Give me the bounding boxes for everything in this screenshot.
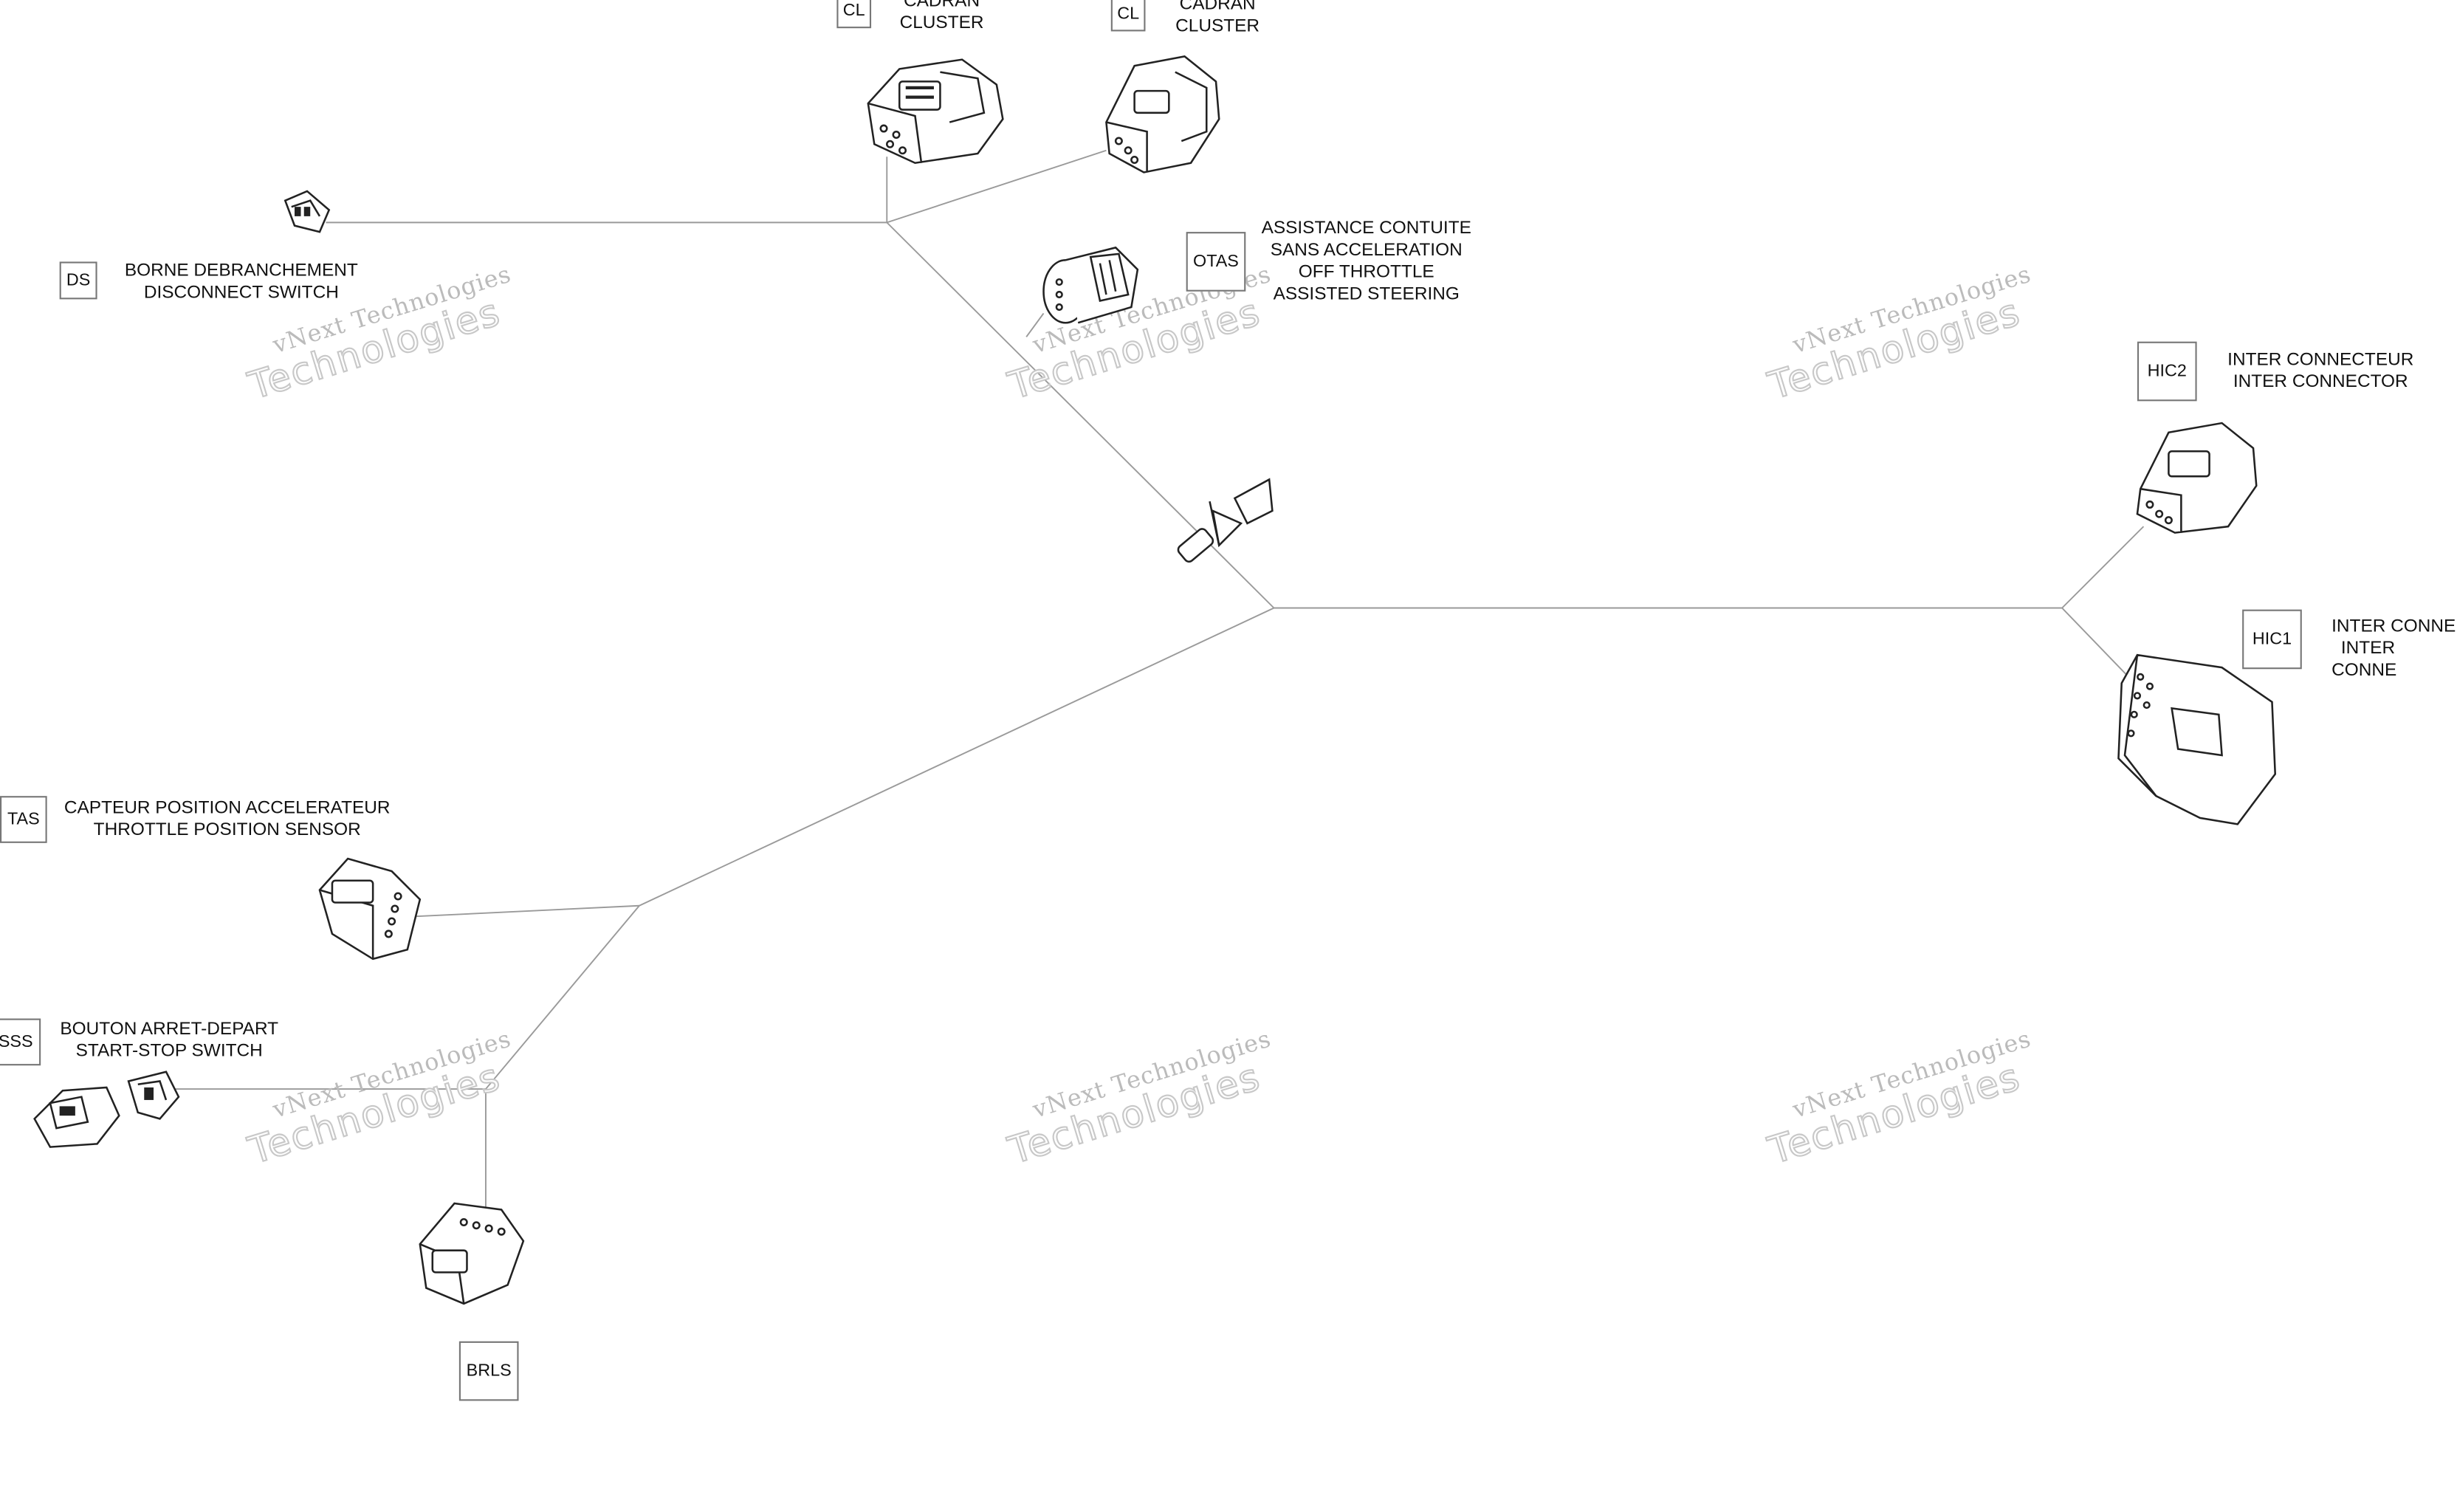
label-fr: CAPTEUR POSITION ACCELERATEUR [63,799,391,818]
connector-code-hic1[interactable]: HIC1 [2242,609,2302,670]
connector-hic1-icon[interactable] [2109,645,2285,834]
connector-code-otas[interactable]: OTAS [1186,232,1246,292]
label-fr: BORNE DEBRANCHEMENT [124,261,358,281]
connector-code-tas[interactable]: TAS [0,796,47,843]
label-en: INTER CONNECTOR [2233,373,2408,392]
label-fr: INTER CONNECTEUR [2227,351,2414,370]
connector-label-hic1: INTER CONNE INTER CONNE [2331,616,2457,681]
harness-pin-icon [1172,476,1279,577]
connector-otas-icon[interactable] [1037,238,1147,336]
connector-label-cl-left: CADRAN CLUSTER [878,0,1006,35]
wire-hic2 [2061,526,2145,609]
wire-trunk-lower [639,607,1274,907]
connector-label-sss: BOUTON ARRET-DEPART START-STOP SWITCH [47,1019,292,1062]
connector-cl-left-icon[interactable] [853,41,1009,166]
connector-hic2-icon[interactable] [2128,417,2263,536]
connector-code-sss[interactable]: SSS [0,1018,41,1066]
connector-tas-icon[interactable] [310,853,429,963]
connector-label-ds: BORNE DEBRANCHEMENT DISCONNECT SWITCH [113,260,370,303]
connector-brls-icon[interactable] [410,1197,529,1310]
connector-label-tas: CAPTEUR POSITION ACCELERATEUR THROTTLE PO… [56,797,398,841]
connector-label-hic2: INTER CONNECTEUR INTER CONNECTOR [2213,349,2429,393]
connector-code-brls[interactable]: BRLS [458,1341,519,1401]
wire-branch-sss [485,905,640,1090]
wire-cl-right [886,149,1107,224]
connector-code-cl-left[interactable]: CL [836,0,872,29]
label-fr: CADRAN [1179,0,1256,15]
label-fr: CADRAN [904,0,980,11]
label-fr: ASSISTANCE CONTUITE SANS ACCELERATION [1261,219,1471,261]
wire-otas [1025,312,1045,337]
connector-code-cl-right[interactable]: CL [1110,0,1146,32]
connector-cl-right-icon[interactable] [1097,50,1226,176]
connector-label-cl-right: CADRAN CLUSTER [1153,0,1282,38]
label-en: THROTTLE POSITION SENSOR [93,821,361,840]
connector-sss-icon[interactable] [28,1065,185,1153]
wire-tas [410,904,639,918]
label-en: INTER CONNE [2331,639,2397,681]
label-en: DISCONNECT SWITCH [143,284,339,303]
label-en: START-STOP SWITCH [75,1042,263,1061]
connector-code-ds[interactable]: DS [59,261,97,300]
label-fr: BOUTON ARRET-DEPART [60,1020,279,1040]
label-fr: INTER CONNE [2331,617,2456,636]
label-en: CLUSTER [899,14,984,33]
label-en: CLUSTER [1175,17,1260,36]
connector-ds-icon[interactable] [279,188,332,238]
label-en: OFF THROTTLE ASSISTED STEERING [1273,263,1460,304]
connector-code-hic2[interactable]: HIC2 [2137,341,2197,402]
